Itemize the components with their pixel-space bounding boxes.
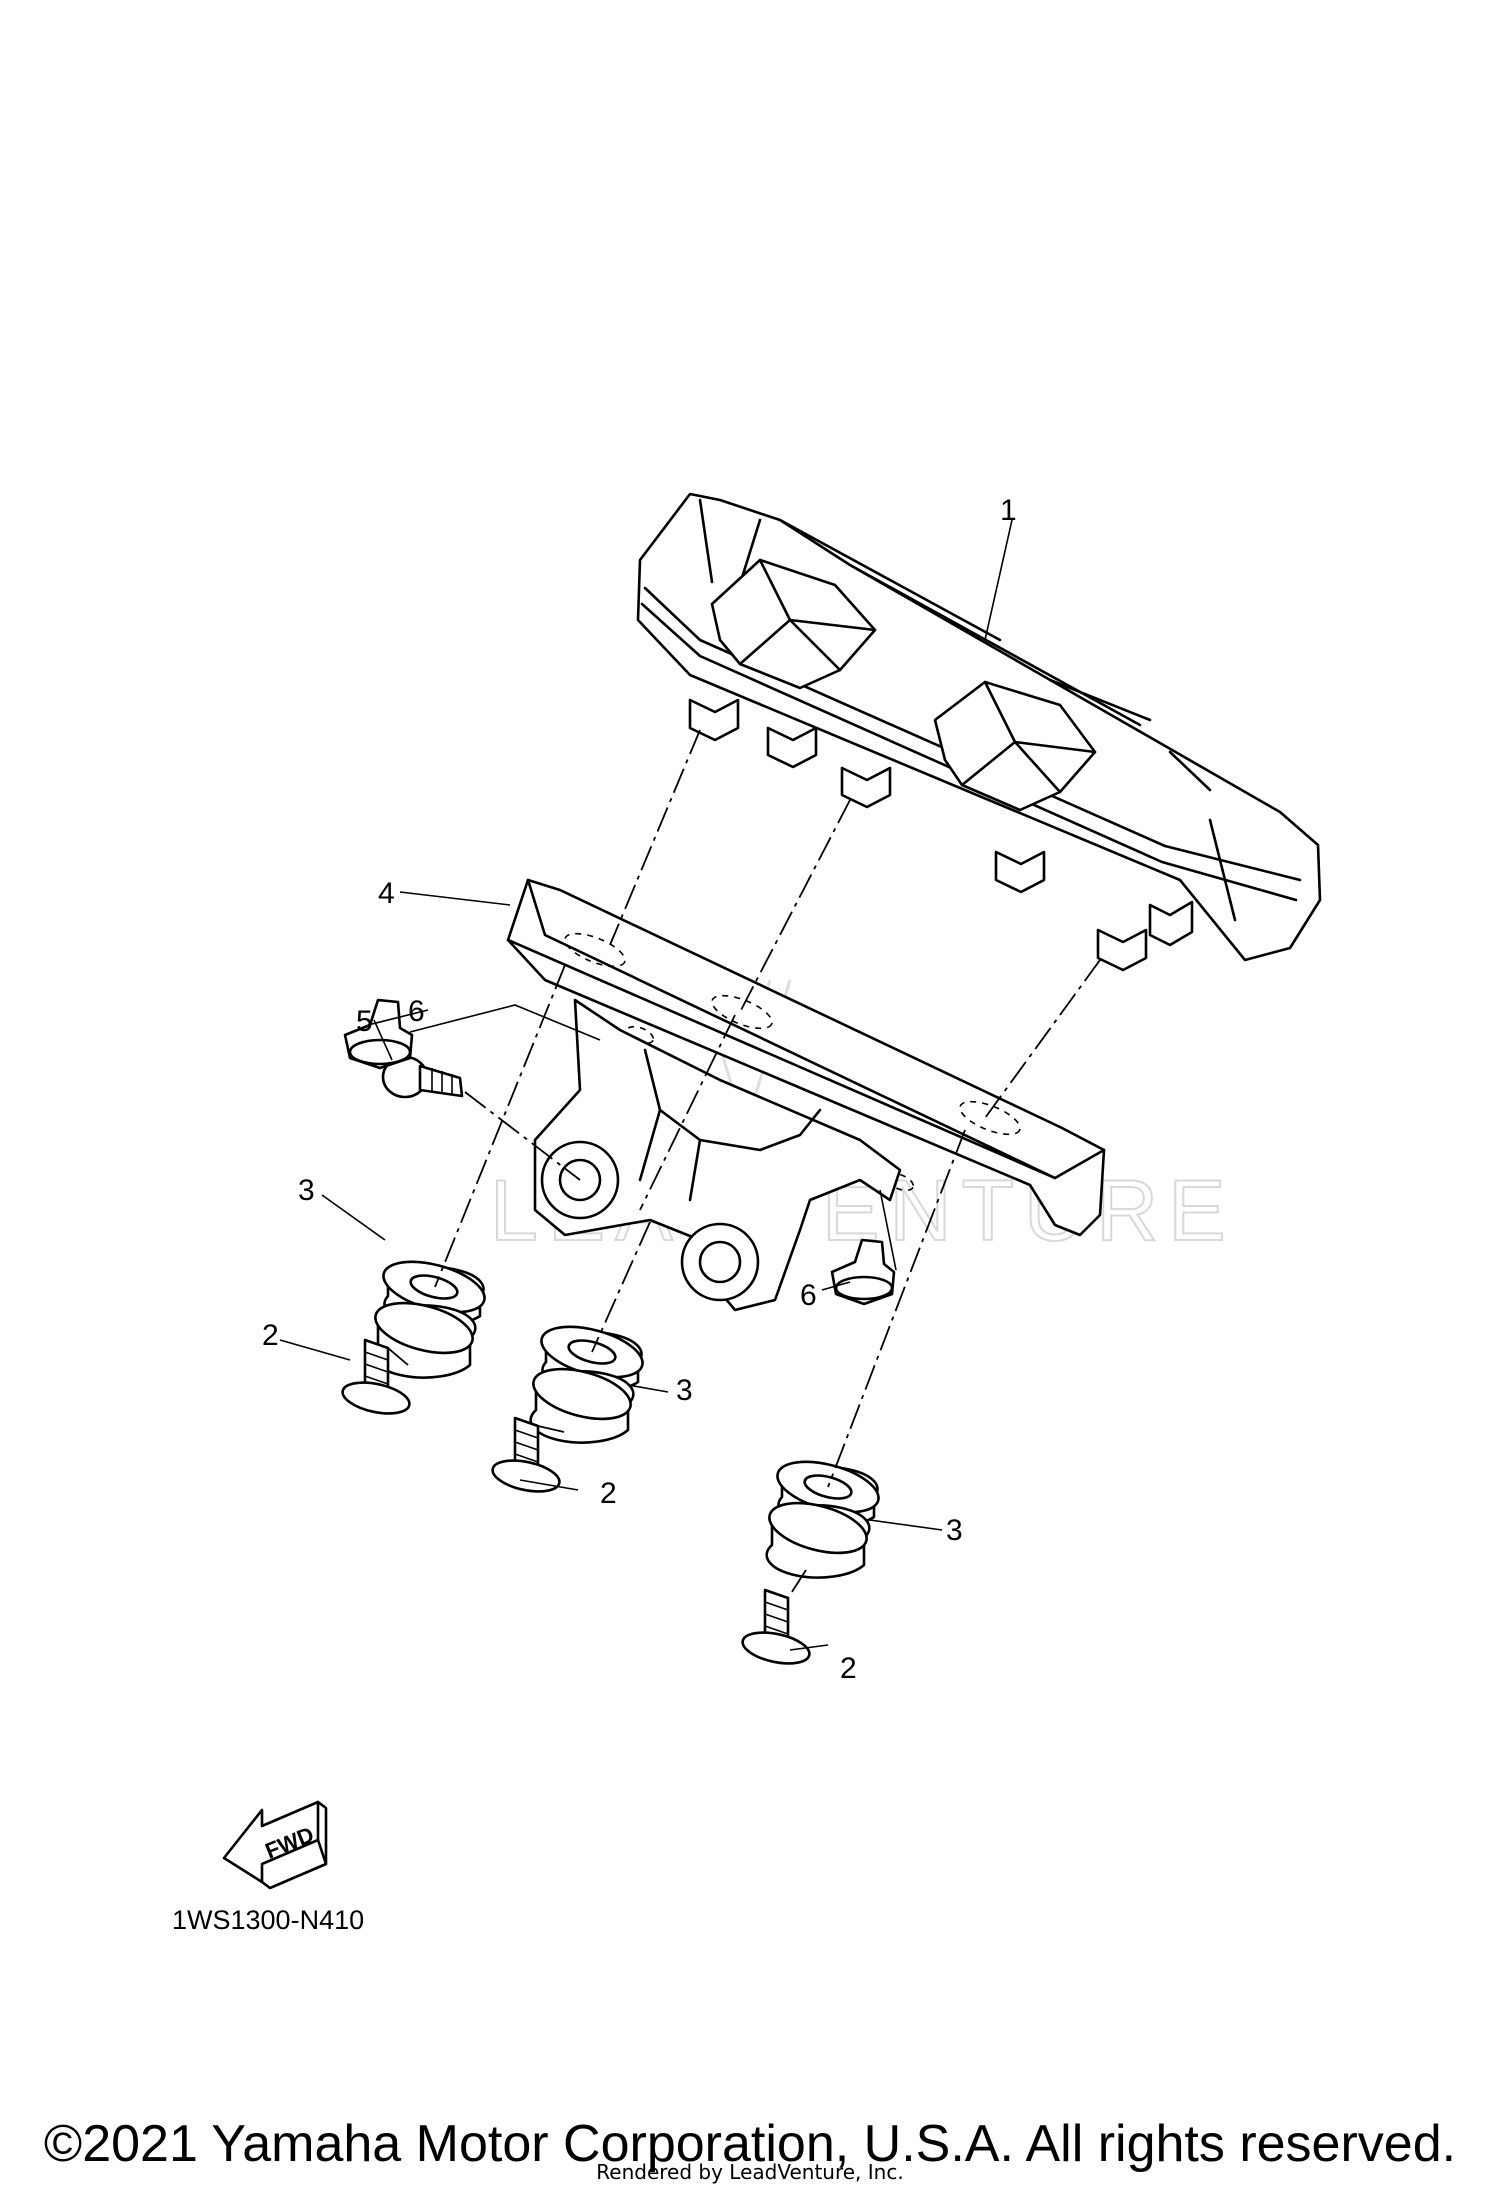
leader-lines xyxy=(279,519,1013,1651)
damper-set-b xyxy=(529,1325,644,1444)
callout-2c: 2 xyxy=(840,1652,857,1685)
callout-6a: 6 xyxy=(408,995,425,1028)
assembly-lines xyxy=(387,729,1101,1599)
diagram-code: 1WS1300-N410 xyxy=(172,1905,364,1935)
callout-1: 1 xyxy=(1000,494,1017,527)
damper-set-a xyxy=(371,1260,486,1379)
copyright-notice: ©2021 Yamaha Motor Corporation, U.S.A. A… xyxy=(43,2115,1457,2173)
callout-3c: 3 xyxy=(946,1514,963,1547)
callout-4: 4 xyxy=(378,877,395,910)
screw-a xyxy=(341,1338,411,1415)
callout-2b: 2 xyxy=(600,1477,617,1510)
callout-6b: 6 xyxy=(800,1279,817,1312)
bolt xyxy=(381,1055,464,1099)
damper-set-c xyxy=(765,1460,880,1579)
fwd-arrow-icon: FWD xyxy=(222,1800,328,1890)
callout-2a: 2 xyxy=(262,1319,279,1352)
rendered-by-notice: Rendered by LeadVenture, Inc. xyxy=(596,2160,904,2184)
meter-assembly xyxy=(636,492,1322,972)
callout-3a: 3 xyxy=(298,1174,315,1207)
callout-5: 5 xyxy=(356,1005,373,1038)
rubber-plug-a xyxy=(343,998,414,1070)
rubber-plug-b xyxy=(830,1238,896,1306)
screw-c xyxy=(741,1588,811,1665)
callout-3b: 3 xyxy=(676,1374,693,1407)
callouts: 1 4 5 6 3 2 6 3 2 3 2 xyxy=(262,494,1017,1685)
